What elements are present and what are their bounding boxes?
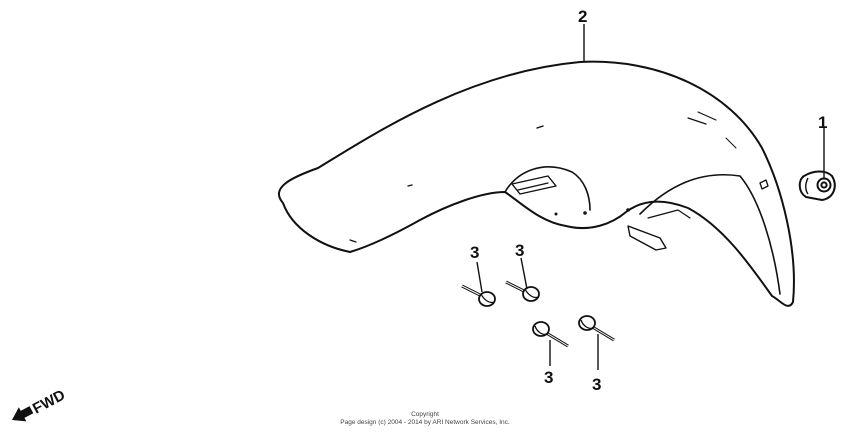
bolt-b[interactable] [505, 280, 540, 302]
callout-bolt-c: 3 [544, 368, 553, 387]
grommet-part[interactable] [798, 170, 836, 201]
callout-bolt-d: 3 [592, 375, 601, 394]
bolt-c[interactable] [532, 321, 569, 348]
bolt-a[interactable] [461, 284, 496, 307]
front-fender[interactable] [277, 60, 795, 307]
footer-line-2: Page design (c) 2004 - 2014 by ARI Netwo… [340, 419, 510, 426]
footer-copyright: Copyright Page design (c) 2004 - 2014 by… [0, 411, 850, 427]
callout-grommet: 1 [818, 113, 827, 132]
callout-bolt-b: 3 [515, 241, 524, 260]
callout-fender: 2 [578, 7, 587, 26]
bolt-d[interactable] [578, 315, 615, 342]
leader-lines [476, 24, 825, 370]
callout-bolt-a: 3 [470, 243, 479, 262]
footer-line-1: Copyright [411, 411, 439, 418]
